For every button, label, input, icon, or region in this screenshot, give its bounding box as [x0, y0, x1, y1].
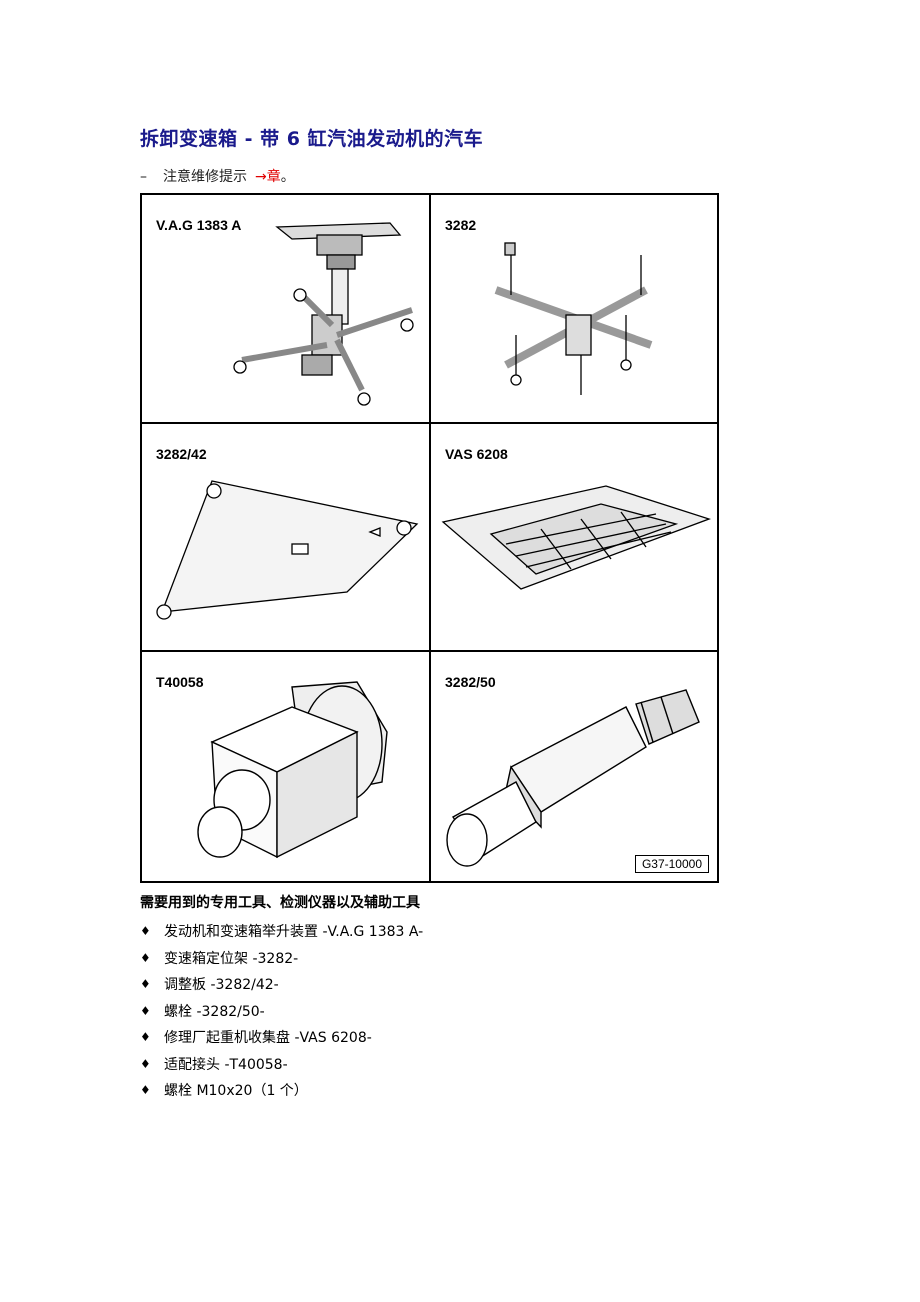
tool-cell-adapter: T40058 — [142, 652, 429, 881]
tool-label: 3282 — [445, 217, 477, 233]
adapter-drawing — [197, 681, 388, 859]
tool-label: VAS 6208 — [445, 446, 508, 462]
list-item: ♦ 发动机和变速箱举升装置 -V.A.G 1383 A- — [140, 918, 423, 945]
collecting-tray-drawing — [441, 485, 711, 590]
tools-figure: V.A.G 1383 A 3282 — [140, 193, 719, 883]
list-item-text: 螺栓 M10x20（1 个） — [164, 1083, 308, 1100]
adjustment-plate-drawing — [156, 480, 419, 620]
tools-list: ♦ 发动机和变速箱举升装置 -V.A.G 1383 A- ♦ 变速箱定位架 -328… — [140, 918, 423, 1104]
page-title: 拆卸变速箱 - 带 6 缸汽油发动机的汽车 — [140, 128, 484, 150]
list-item-text: 修理厂起重机收集盘 -VAS 6208- — [164, 1030, 372, 1047]
list-item: ♦ 螺栓 -3282/50- — [140, 998, 423, 1025]
list-item: ♦ 变速箱定位架 -3282- — [140, 945, 423, 972]
list-item-text: 调整板 -3282/42- — [164, 977, 279, 994]
diamond-bullet-icon: ♦ — [140, 924, 151, 939]
list-item: ♦ 螺栓 M10x20（1 个） — [140, 1077, 423, 1104]
tool-cell-fixture: 3282 — [429, 195, 717, 424]
repair-note: –注意维修提示 →章。 — [140, 166, 295, 186]
tool-label: 3282/50 — [445, 674, 496, 690]
list-item: ♦ 调整板 -3282/42- — [140, 971, 423, 998]
diamond-bullet-icon: ♦ — [140, 977, 151, 992]
bolt-drawing — [446, 689, 700, 867]
note-dash: – — [140, 169, 147, 185]
chapter-link[interactable]: 章 — [266, 169, 281, 185]
diamond-bullet-icon: ♦ — [140, 950, 151, 965]
diamond-bullet-icon: ♦ — [140, 1083, 151, 1098]
diamond-bullet-icon: ♦ — [140, 1056, 151, 1071]
tools-heading: 需要用到的专用工具、检测仪器以及辅助工具 — [140, 895, 420, 911]
note-end: 。 — [280, 169, 295, 185]
list-item-text: 适配接头 -T40058- — [164, 1056, 288, 1073]
tool-label: V.A.G 1383 A — [156, 217, 242, 233]
list-item-text: 变速箱定位架 -3282- — [164, 950, 299, 967]
gearbox-support-drawing — [494, 242, 653, 395]
diamond-bullet-icon: ♦ — [140, 1030, 151, 1045]
list-item: ♦ 适配接头 -T40058- — [140, 1051, 423, 1078]
tool-cell-plate: 3282/42 — [142, 424, 429, 652]
tool-cell-tray: VAS 6208 — [429, 424, 717, 652]
figure-code: G37-10000 — [634, 855, 709, 873]
tool-cell-bolt: 3282/50 G37-10000 — [429, 652, 717, 881]
tool-cell-lift: V.A.G 1383 A — [142, 195, 429, 424]
list-item-text: 螺栓 -3282/50- — [164, 1003, 265, 1020]
tool-label: 3282/42 — [156, 446, 207, 462]
note-text: 注意维修提示 — [163, 169, 247, 185]
arrow-icon: → — [255, 169, 267, 185]
diamond-bullet-icon: ♦ — [140, 1003, 151, 1018]
list-item: ♦ 修理厂起重机收集盘 -VAS 6208- — [140, 1024, 423, 1051]
transmission-lift-drawing — [233, 222, 414, 406]
tool-label: T40058 — [156, 674, 204, 690]
list-item-text: 发动机和变速箱举升装置 -V.A.G 1383 A- — [164, 924, 424, 941]
